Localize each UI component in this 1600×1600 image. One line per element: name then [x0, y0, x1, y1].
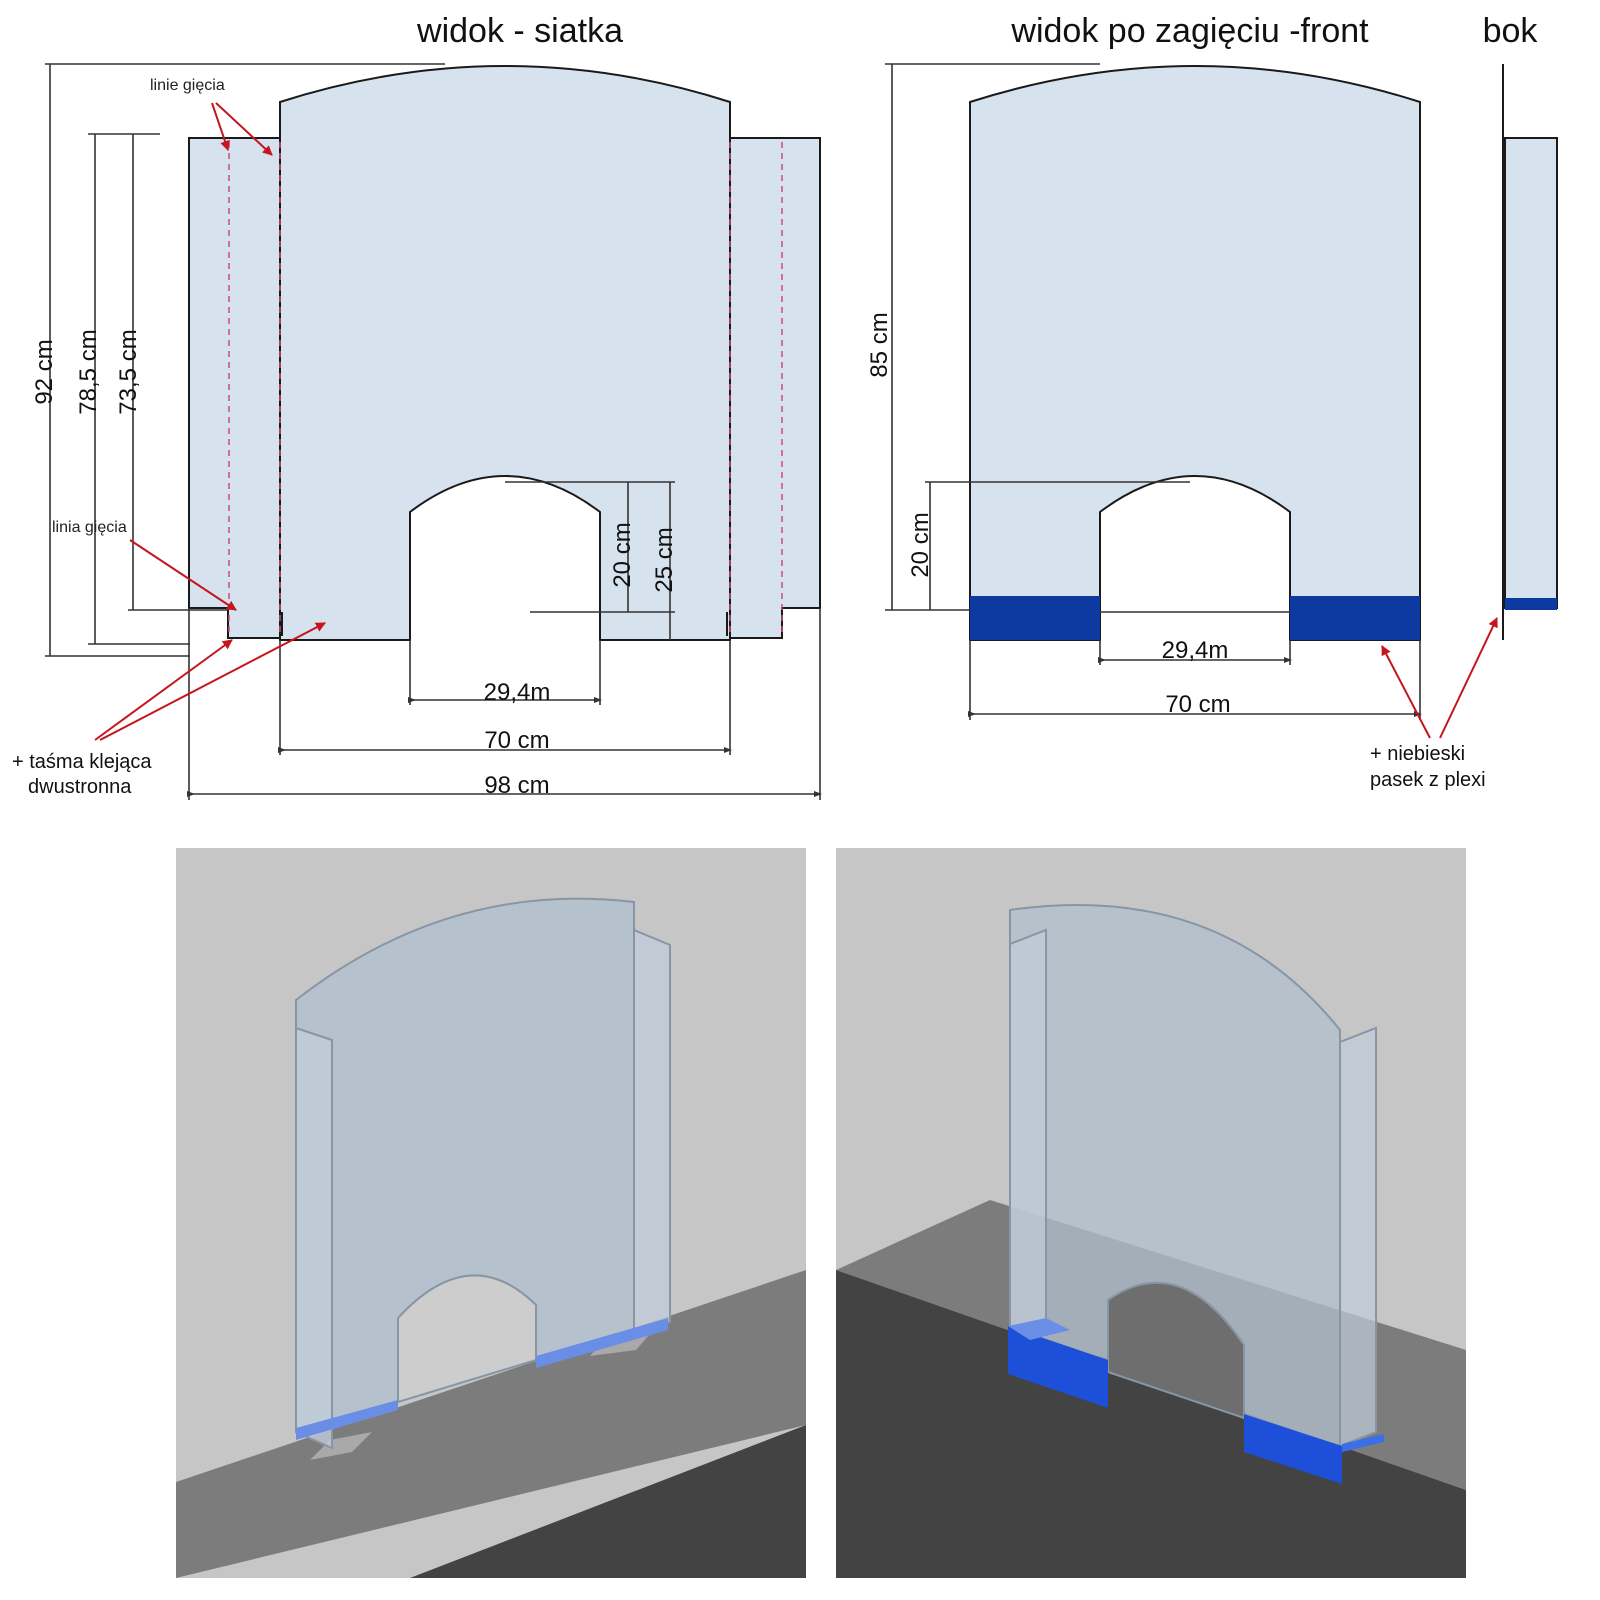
dim-arch-outer: 25 cm	[651, 527, 678, 592]
label-strip-line2: pasek z plexi	[1370, 769, 1486, 791]
render-left-wing-right	[633, 928, 671, 1334]
left-side-flap	[188, 137, 281, 639]
dim-arch-lines	[505, 481, 675, 640]
dim-arch-inner: 20 cm	[609, 522, 636, 587]
dim-side-height-outer: 78,5 cm	[75, 329, 102, 414]
dim-total-width: 98 cm	[484, 772, 549, 799]
side-view	[1502, 64, 1558, 640]
front-view-title: widok po zagięciu -front	[1010, 12, 1369, 50]
dim-opening-width: 29,4m	[484, 679, 551, 706]
side-blue-strip	[1505, 598, 1557, 610]
dim-side-height-outer-line	[88, 133, 190, 645]
dim-side-height-inner-line	[128, 134, 228, 611]
net-view: 92 cm 78,5 cm 73,5 cm 20 cm 25 cm 29,4m	[12, 63, 822, 800]
dim-front-height: 85 cm	[866, 312, 893, 377]
dim-front-arch: 20 cm	[907, 512, 934, 577]
label-tape-line2: dwustronna	[28, 776, 132, 798]
label-fold-lines: linie gięcia	[150, 77, 225, 94]
dim-side-height-inner: 73,5 cm	[115, 329, 142, 414]
side-view-title: bok	[1483, 12, 1539, 50]
dim-front-width: 70 cm	[1165, 691, 1230, 718]
front-panel	[969, 65, 1421, 641]
main-panel	[279, 65, 731, 641]
label-tape-line1: + taśma klejąca	[12, 751, 152, 773]
render-right	[836, 848, 1466, 1578]
dim-total-height: 92 cm	[31, 339, 58, 404]
label-strip-line1: + niebieski	[1370, 743, 1465, 765]
dim-panel-width: 70 cm	[484, 727, 549, 754]
front-view: 85 cm 20 cm 29,4m 70 cm + niebieski pase…	[866, 63, 1498, 791]
render-left-counter-front	[410, 1425, 806, 1578]
render-right-strip-right	[1244, 1414, 1342, 1484]
render-left	[176, 848, 806, 1578]
right-side-flap	[729, 137, 821, 639]
render-right-wing-right	[1339, 1026, 1377, 1448]
render-right-wing-left	[1009, 928, 1047, 1336]
dim-front-height-line	[885, 63, 1100, 611]
blue-strip-left	[970, 596, 1100, 640]
blue-strip-right	[1290, 596, 1420, 640]
dim-total-height-line	[45, 63, 445, 657]
dim-front-opening-width: 29,4m	[1162, 637, 1229, 664]
render-left-wing-left	[295, 1026, 333, 1450]
render-left-counter-top	[176, 1270, 806, 1578]
render-right-counter-front	[836, 1270, 1466, 1578]
label-fold-line: linia gięcia	[52, 519, 127, 536]
dim-front-arch-line	[925, 481, 1190, 610]
net-view-title: widok - siatka	[416, 12, 623, 50]
render-right-strip-left	[1008, 1326, 1108, 1408]
side-panel	[1504, 137, 1558, 609]
